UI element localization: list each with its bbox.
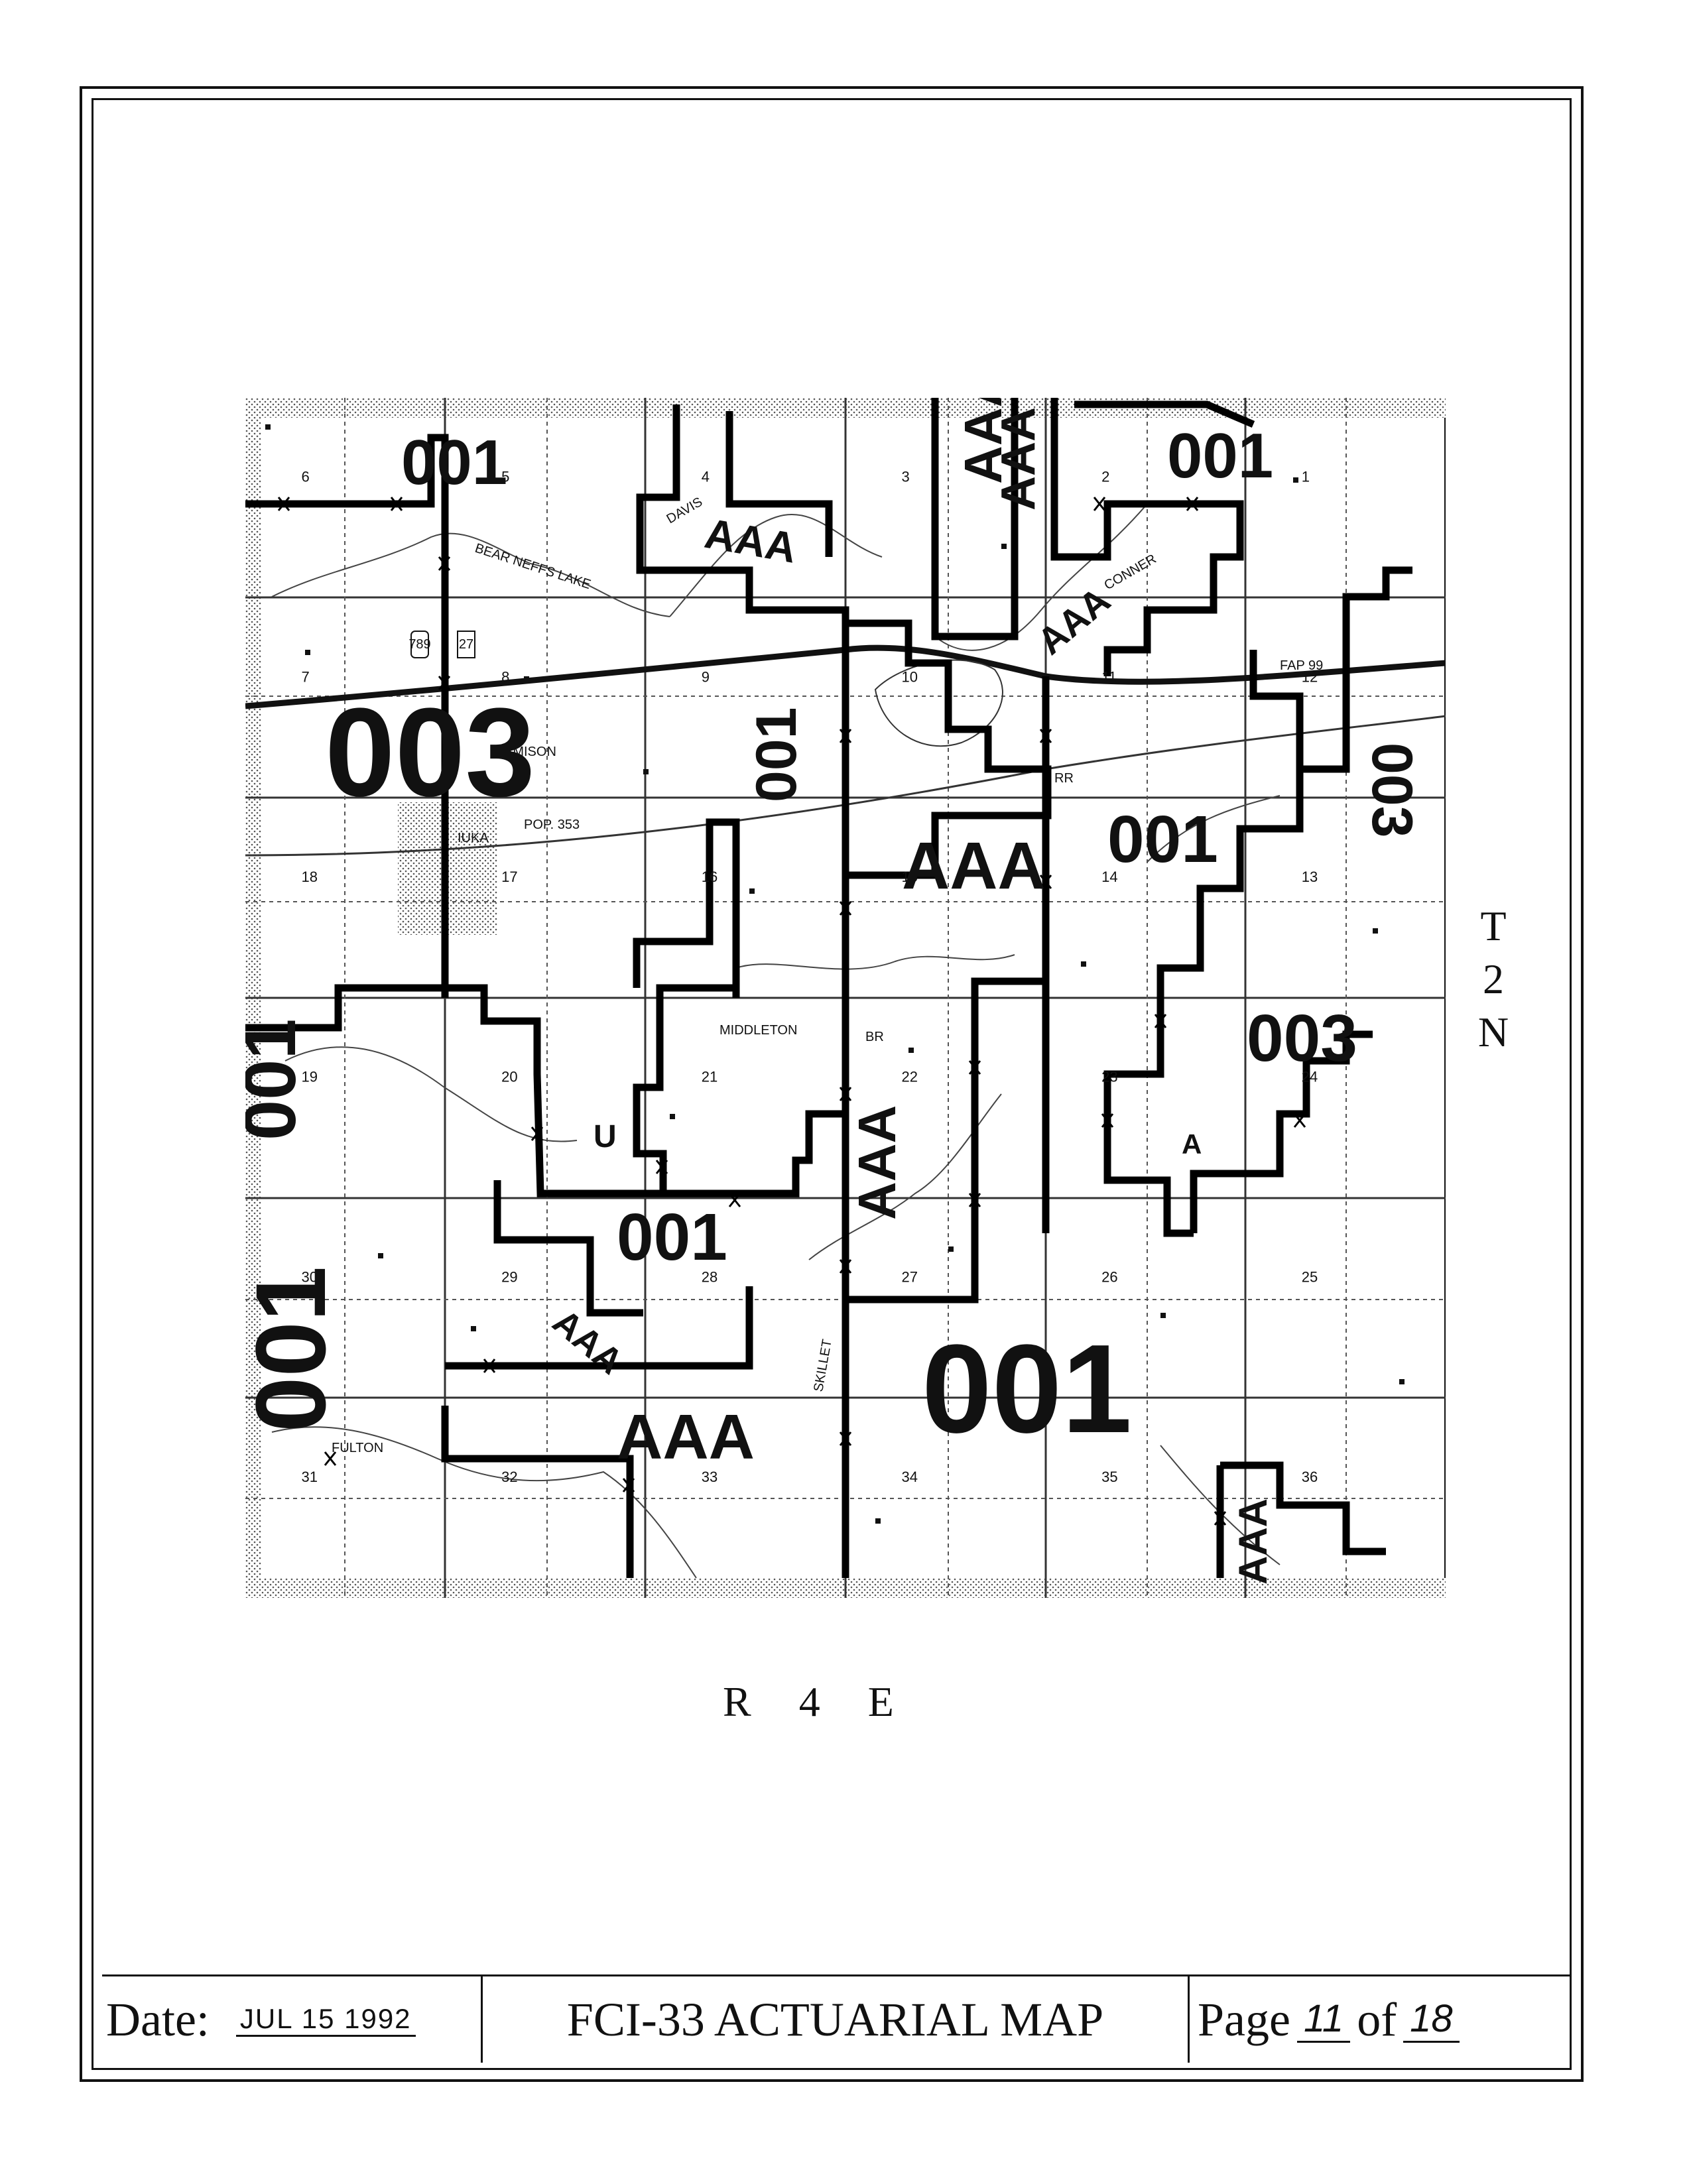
zone-code-west-003: 003: [325, 682, 535, 823]
map-title: FCI-33 ACTUARIAL MAP: [566, 1992, 1104, 2046]
route-marker-789: 789: [408, 631, 431, 658]
footer-title-cell: FCI-33 ACTUARIAL MAP: [483, 1976, 1190, 2063]
section-number: 9: [702, 668, 710, 685]
township-2: 2: [1483, 955, 1504, 1002]
section-number: 32: [501, 1469, 517, 1485]
aaa-label-sec33: AAA: [617, 1402, 755, 1473]
section-number: 33: [702, 1469, 718, 1485]
section-number: 11: [1101, 668, 1117, 685]
section-number: 17: [501, 869, 517, 885]
u-label-sec20: U: [594, 1119, 617, 1154]
a-label-sec23: A: [1182, 1128, 1202, 1160]
section-number: 10: [901, 668, 917, 685]
place-jamison: JAMISON: [497, 745, 556, 759]
section-number: 6: [301, 469, 309, 485]
section-number: 35: [1101, 1469, 1117, 1485]
map-footer: Date: JUL 15 1992 FCI-33 ACTUARIAL MAP P…: [102, 1974, 1572, 2063]
place-iuka: IUKA: [458, 831, 489, 845]
section-number: 24: [1302, 1069, 1318, 1085]
section-number: 26: [1101, 1268, 1117, 1285]
place-pop: POP. 353: [524, 818, 580, 832]
aaa-label-sec15: AAA: [902, 829, 1046, 903]
page-frame-inner: [92, 98, 1572, 2070]
section-number: 30: [301, 1268, 317, 1285]
railroad-line: [245, 715, 1446, 857]
section-number: 23: [1101, 1069, 1117, 1085]
section-number: 14: [1101, 869, 1117, 885]
section-number: 7: [301, 668, 309, 685]
zone-code-sec9: 001: [745, 707, 808, 803]
page-total: 18: [1403, 1996, 1460, 2043]
section-number: 18: [301, 869, 317, 885]
zone-code-sec35: 001: [922, 1319, 1132, 1459]
place-middleton: MIDDLETON: [719, 1023, 797, 1038]
section-number: 28: [702, 1268, 718, 1285]
zone-code-sec24: 003: [1247, 1001, 1357, 1075]
section-number: 8: [501, 668, 509, 685]
range-label: R 4 E: [723, 1678, 912, 1725]
section-number: 34: [901, 1469, 917, 1485]
page-frame-outer: [80, 86, 1584, 2082]
section-number: 5: [501, 469, 509, 485]
zone-code-sec30: 001: [245, 1266, 346, 1432]
township-map-svg: 789 27 654321789101112181716151413192021…: [245, 398, 1446, 1598]
footer-date-cell: Date: JUL 15 1992: [102, 1976, 483, 2063]
section-number: 20: [501, 1069, 517, 1085]
zone-code-sec28: 001: [617, 1200, 727, 1274]
section-number: 16: [702, 869, 718, 885]
section-number: 21: [702, 1069, 718, 1085]
zone-code-nw: 001: [401, 427, 507, 498]
place-fap: FAP 99: [1280, 658, 1323, 673]
aaa-label-top: AAA: [954, 398, 1013, 484]
section-number: 29: [501, 1268, 517, 1285]
zone-boundaries: [245, 398, 1412, 1578]
section-number: 31: [301, 1469, 317, 1485]
section-number: 1: [1302, 469, 1310, 485]
place-br: BR: [865, 1030, 884, 1044]
section-number: 2: [1101, 469, 1109, 485]
page-label: Page: [1198, 1992, 1290, 2046]
of-label: of: [1357, 1992, 1397, 2046]
place-rr: RR: [1054, 771, 1074, 786]
aaa-label-sec3: AAA: [992, 407, 1045, 511]
farmstead-markers: [265, 424, 1405, 1524]
zone-code-sec12: 003: [1360, 743, 1424, 838]
section-number: 4: [702, 469, 710, 485]
svg-text:789: 789: [408, 637, 430, 652]
section-number: 27: [901, 1268, 917, 1285]
township-n: N: [1477, 1008, 1509, 1056]
page-number: 11: [1296, 1996, 1351, 2043]
streams: [271, 503, 1281, 1579]
zone-code-sec14: 001: [1107, 802, 1218, 877]
township-t: T: [1480, 902, 1507, 949]
route-marker-27: 27: [457, 631, 475, 658]
zone-code-sec19: 001: [245, 1018, 311, 1140]
aaa-label-sec22: AAA: [847, 1105, 906, 1220]
section-number: 12: [1302, 668, 1318, 685]
footer-page-cell: Page 11 of 18: [1190, 1976, 1572, 2063]
section-number: 25: [1302, 1268, 1318, 1285]
date-label: Date:: [106, 1992, 210, 2046]
svg-text:27: 27: [459, 637, 473, 652]
section-number: 3: [901, 469, 909, 485]
section-number: 13: [1302, 869, 1318, 885]
section-number: 15: [901, 869, 917, 885]
aaa-label-sec36: AAA: [1231, 1498, 1275, 1585]
date-stamp: JUL 15 1992: [235, 2003, 416, 2037]
section-number: 22: [901, 1069, 917, 1085]
zone-code-ne: 001: [1167, 420, 1273, 491]
boundary-ticks: [277, 497, 1306, 1526]
place-fulton: FULTON: [332, 1441, 383, 1455]
section-number: 19: [301, 1069, 317, 1085]
section-number: 36: [1302, 1469, 1318, 1485]
